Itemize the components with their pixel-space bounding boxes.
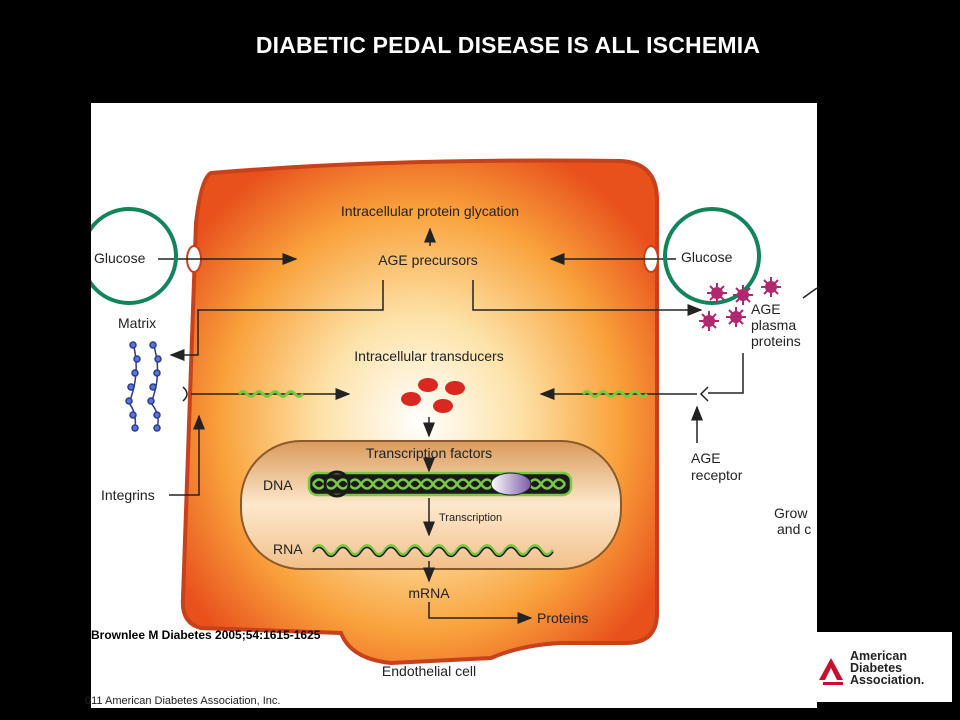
ada-logo-mark (819, 658, 843, 685)
label-age-plasma-1: AGE (751, 301, 781, 317)
label-mrna: mRNA (408, 585, 450, 601)
label-transcription: Transcription (439, 512, 502, 524)
transducer-particles (401, 378, 465, 413)
label-dna: DNA (263, 477, 293, 493)
integrin-receptor-symbol (182, 386, 188, 402)
label-transducers: Intracellular transducers (354, 348, 503, 364)
dna-polymerase (490, 472, 532, 496)
label-growth-1: Grow (774, 505, 808, 521)
slide-title: DIABETIC PEDAL DISEASE IS ALL ISCHEMIA (255, 32, 761, 58)
arrow-mrna-to-proteins (428, 602, 533, 624)
label-age-receptor-2: receptor (691, 467, 743, 483)
label-age-plasma-2: plasma (751, 317, 796, 333)
rna-strand-shadow (312, 546, 554, 558)
label-matrix: Matrix (118, 315, 156, 331)
connector-integrins (169, 414, 205, 496)
highlight-circle-right (663, 207, 761, 305)
endothelial-cell-diagram: Intracellular protein glycation AGE prec… (91, 158, 817, 679)
label-proteins: Proteins (537, 610, 588, 626)
connector-precursor-to-matrix (169, 280, 384, 361)
label-glucose-left: Glucose (94, 250, 146, 266)
edge-line-right (802, 287, 817, 299)
label-age-receptor-1: AGE (691, 450, 721, 466)
dna-open-circle (323, 470, 351, 498)
label-glycation: Intracellular protein glycation (341, 203, 519, 219)
highlight-circle-left (91, 207, 178, 305)
label-age-precursors: AGE precursors (378, 252, 478, 268)
ada-logo-line-2: Diabetes (850, 661, 903, 675)
ada-logo-line-1: American (850, 649, 907, 663)
label-rna: RNA (273, 541, 303, 557)
green-wave-left (237, 390, 305, 398)
label-age-plasma-3: proteins (751, 333, 801, 349)
label-glucose-right: Glucose (681, 249, 733, 265)
age-particles (699, 277, 781, 331)
label-integrins: Integrins (101, 487, 155, 503)
connector-precursor-to-age-plasma (472, 280, 703, 316)
connector-plasma-to-receptor (708, 353, 744, 394)
rna-strand (311, 544, 555, 556)
ada-logo-line-3: Association. (850, 673, 925, 687)
citation: Brownlee M Diabetes 2005;54:1615-1625 (91, 628, 321, 642)
diagram-panel: Intracellular protein glycation AGE prec… (91, 103, 817, 708)
ada-logo-text: American Diabetes Association. (850, 649, 925, 687)
matrix-fibers (125, 341, 162, 432)
ada-logo: American Diabetes Association. (817, 632, 952, 702)
label-endothelial: Endothelial cell (382, 663, 476, 679)
label-transcription-factors: Transcription factors (366, 445, 492, 461)
copyright-text: 011 American Diabetes Association, Inc. (85, 695, 281, 707)
label-growth-2: and c (777, 521, 811, 537)
age-receptor-symbol (699, 386, 709, 402)
green-wave-right (581, 390, 649, 398)
